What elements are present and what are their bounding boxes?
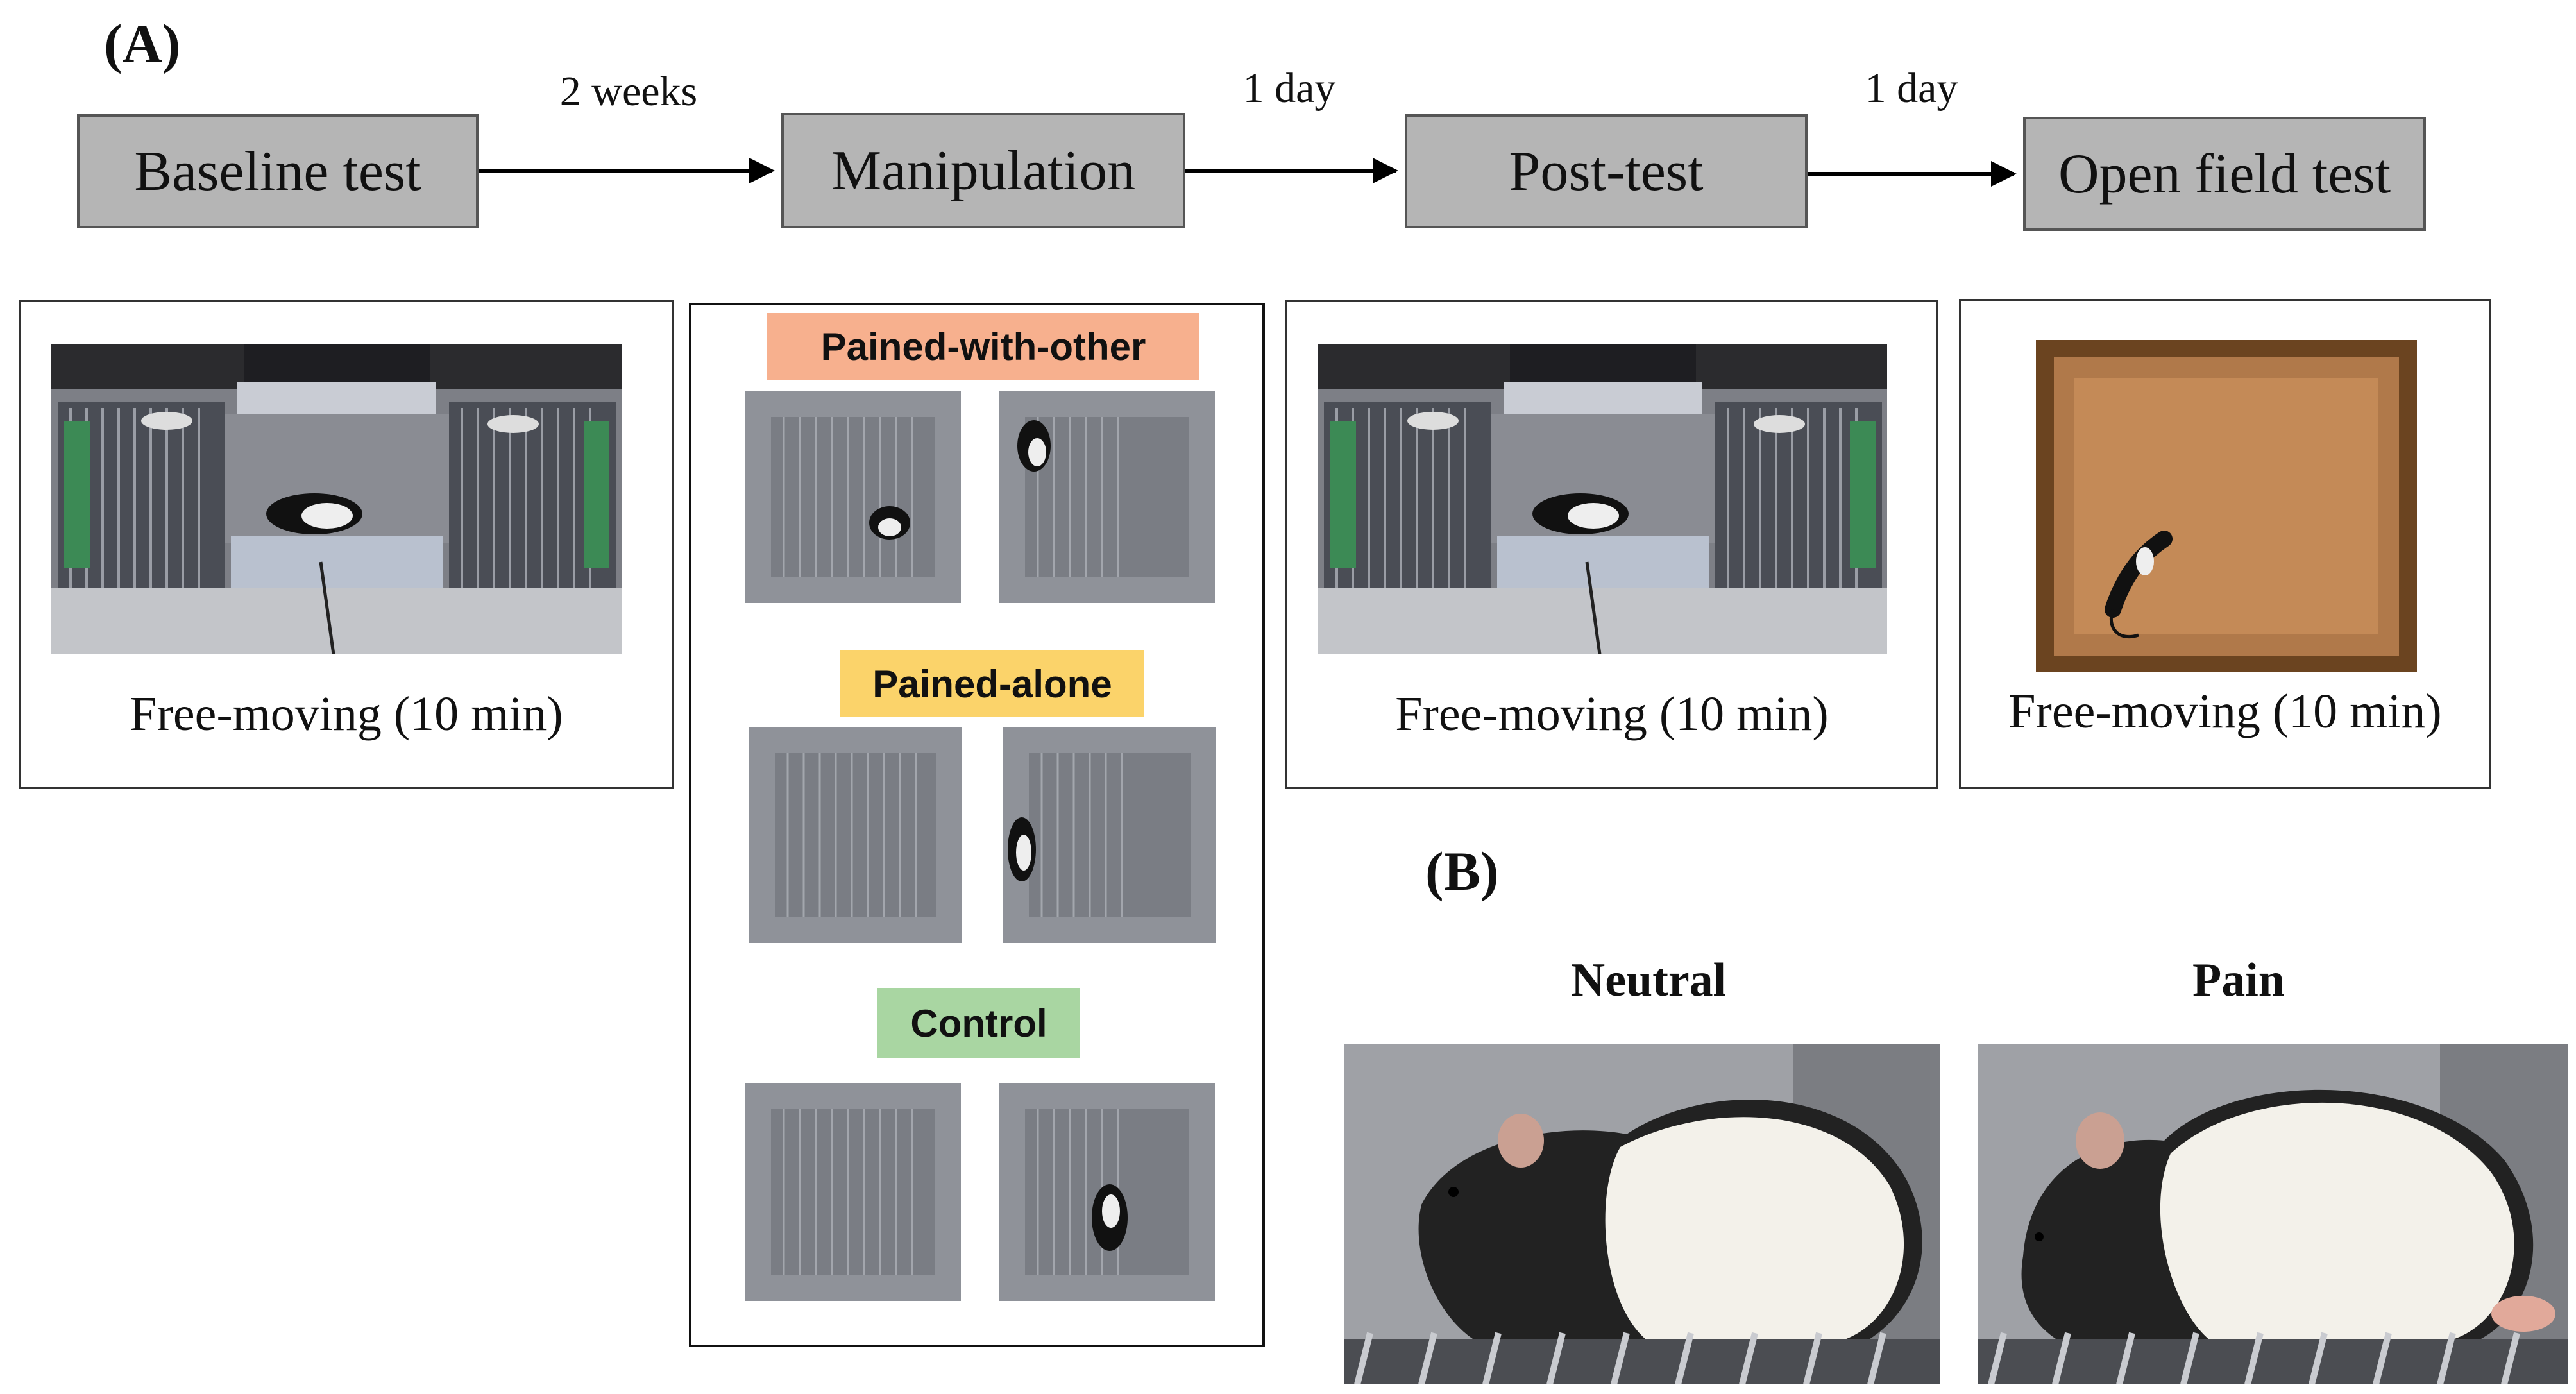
control-photo [745,1083,1215,1301]
arrow-posttest-to-openfield [1808,161,2017,187]
pain-rat-photo [1978,1044,2568,1384]
baseline-chamber-photo [51,344,622,654]
condition-label-pained-alone: Pained-alone [840,650,1144,717]
panel-b-label: (B) [1425,840,1499,902]
pained-alone-photo [749,727,1216,943]
arrow-manipulation-to-posttest [1185,158,1398,183]
pained-with-other-photo [745,391,1215,603]
stage-post-test: Post-test [1405,114,1808,228]
openfield-caption: Free-moving (10 min) [2008,684,2442,738]
interval-label-1: 2 weeks [559,68,698,115]
neutral-label: Neutral [1570,954,1727,1007]
arrow-baseline-to-manipulation [479,158,775,183]
posttest-caption: Free-moving (10 min) [1395,687,1829,741]
stage-open-field-test: Open field test [2023,117,2426,231]
condition-label-pained-with-other: Pained-with-other [767,313,1199,380]
openfield-arena-photo [2036,340,2417,672]
stage-baseline-test: Baseline test [77,114,479,228]
neutral-rat-photo [1344,1044,1940,1384]
baseline-caption: Free-moving (10 min) [130,687,563,741]
pain-label: Pain [2192,954,2285,1007]
interval-label-2: 1 day [1242,65,1336,112]
posttest-chamber-photo [1318,344,1887,654]
condition-label-control: Control [877,988,1080,1058]
panel-a-label: (A) [104,13,181,74]
stage-manipulation: Manipulation [781,113,1185,228]
interval-label-3: 1 day [1865,65,1958,112]
